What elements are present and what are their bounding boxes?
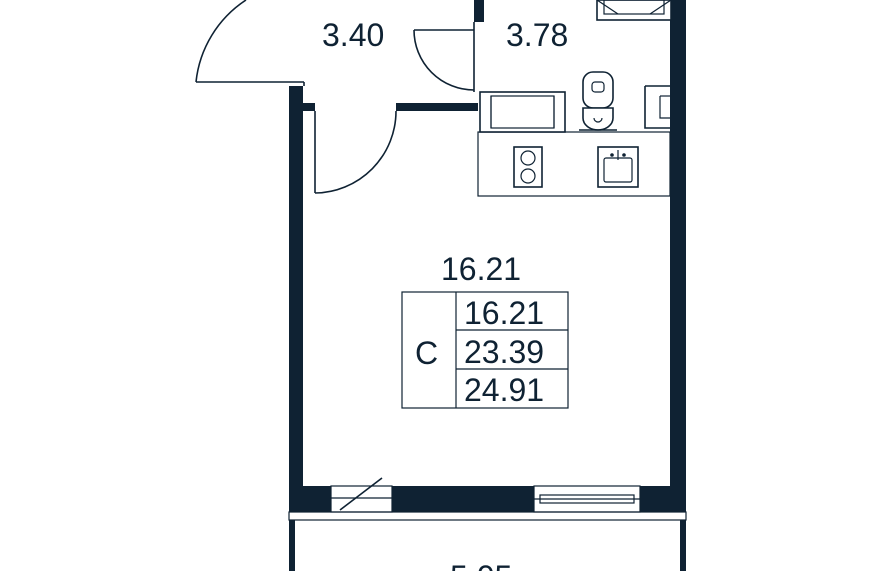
kitchen-counter xyxy=(477,91,671,197)
right-outer-wall xyxy=(670,0,686,512)
stove-icon xyxy=(513,146,543,188)
walls xyxy=(288,0,687,571)
studio-door-swing xyxy=(314,110,397,194)
toilet-icon xyxy=(579,71,617,131)
studio-left-wall xyxy=(289,86,303,512)
apartment-type-letter: C xyxy=(415,335,438,371)
kitchen-counter-outline xyxy=(477,131,671,197)
total-area-value: 23.39 xyxy=(464,334,544,370)
window-icon xyxy=(533,485,641,513)
kitchen-cabinet-icon xyxy=(479,91,566,133)
balcony-slab-line xyxy=(288,511,687,521)
total-with-balcony-value: 24.91 xyxy=(464,372,544,408)
bathroom-wall-stub xyxy=(474,0,484,22)
shower-tray-icon xyxy=(596,0,672,21)
bathroom-door xyxy=(413,22,475,92)
window-wall-left xyxy=(289,486,331,512)
door-jamb-wall xyxy=(303,103,315,111)
entrance-door xyxy=(195,0,305,86)
kitchen-sink-icon xyxy=(597,146,639,188)
hall-area-label: 3.40 xyxy=(322,17,384,53)
balcony-door-icon xyxy=(330,477,393,513)
area-summary-table: C 16.21 23.39 24.91 xyxy=(401,291,569,409)
studio-area-label: 16.21 xyxy=(441,251,521,287)
hall-kitchen-wall xyxy=(396,103,478,111)
bath-cabinet-icon xyxy=(644,85,670,129)
bathroom-area-label: 3.78 xyxy=(506,17,568,53)
bathroom-door-swing xyxy=(413,29,475,91)
balcony-left-wall xyxy=(289,520,295,571)
balcony-area-label: 5.05 xyxy=(450,559,512,571)
entrance-door-swing xyxy=(195,0,247,83)
window-wall-middle xyxy=(392,486,534,512)
balcony-right-wall xyxy=(680,520,686,571)
window-wall-right xyxy=(640,486,686,512)
living-area-value: 16.21 xyxy=(464,295,544,331)
studio-door xyxy=(314,110,397,194)
